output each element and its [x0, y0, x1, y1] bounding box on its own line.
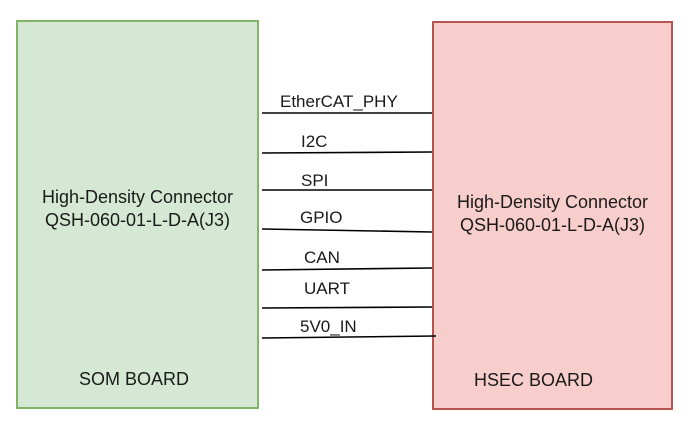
- signal-label-can: CAN: [304, 248, 340, 267]
- hsec-connector-line1: High-Density Connector: [456, 192, 649, 212]
- hsec-board-name: HSEC BOARD: [474, 370, 594, 390]
- som-connector-line1: High-Density Connector: [41, 187, 234, 207]
- som-board: High-Density Connector QSH-060-01-L-D-A(…: [16, 20, 259, 409]
- signal-label-gpio: GPIO: [300, 208, 343, 227]
- hsec-connector-label: High-Density Connector QSH-060-01-L-D-A(…: [434, 191, 671, 237]
- som-connector-label: High-Density Connector QSH-060-01-L-D-A(…: [18, 186, 257, 232]
- signal-line-can: [261, 267, 433, 271]
- signal-label-5v0-in: 5V0_IN: [300, 317, 357, 336]
- signal-label-i2c: I2C: [301, 132, 327, 151]
- som-connector-line2: QSH-060-01-L-D-A(J3): [44, 210, 231, 230]
- signal-line-gpio: [261, 228, 433, 233]
- signal-line-uart: [261, 306, 433, 309]
- signal-label-uart: UART: [304, 279, 350, 298]
- hsec-board: High-Density Connector QSH-060-01-L-D-A(…: [432, 21, 673, 410]
- hsec-connector-line2: QSH-060-01-L-D-A(J3): [459, 215, 646, 235]
- signal-label-spi: SPI: [301, 171, 328, 190]
- signal-line-5v0-in: [261, 335, 437, 339]
- signal-line-i2c: [261, 151, 433, 154]
- som-board-name: SOM BOARD: [79, 369, 190, 389]
- signal-label-ethercat-phy: EtherCAT_PHY: [280, 92, 398, 111]
